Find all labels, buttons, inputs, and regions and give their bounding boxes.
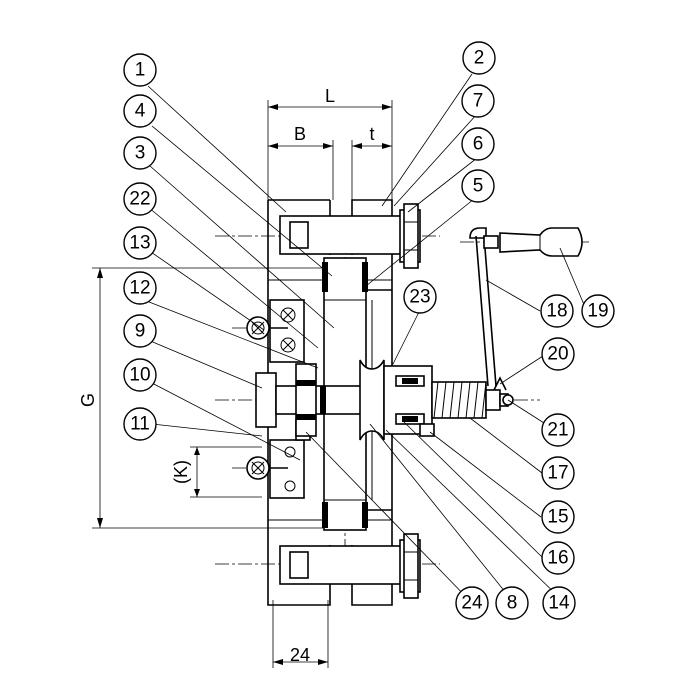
shaft-assembly: [255, 359, 514, 441]
balloon-15: 15: [541, 500, 575, 534]
svg-text:5: 5: [473, 176, 484, 197]
balloon-16: 16: [541, 541, 575, 575]
balloon-21: 21: [541, 413, 575, 447]
svg-text:24: 24: [461, 593, 483, 614]
svg-text:11: 11: [130, 414, 150, 435]
balloon-11: 11: [123, 407, 157, 441]
balloon-10: 10: [123, 358, 157, 392]
dim-L: L: [325, 86, 335, 106]
balloon-24: 24: [455, 586, 489, 620]
balloon-3: 3: [123, 136, 157, 170]
dim-B: B: [294, 124, 306, 144]
svg-text:21: 21: [547, 420, 568, 441]
balloon-13: 13: [123, 226, 157, 260]
svg-text:23: 23: [409, 287, 430, 308]
balloon-6: 6: [461, 127, 495, 161]
balloon-17: 17: [541, 456, 575, 490]
svg-text:10: 10: [129, 365, 150, 386]
crank-handle: [469, 227, 583, 387]
balloon-18: 18: [540, 294, 574, 328]
svg-text:14: 14: [548, 593, 570, 614]
svg-text:20: 20: [547, 344, 568, 365]
balloon-12: 12: [123, 271, 157, 305]
dim-24: 24: [290, 645, 310, 665]
svg-text:12: 12: [129, 278, 150, 299]
svg-text:22: 22: [129, 189, 150, 210]
svg-text:18: 18: [546, 301, 567, 322]
balloon-8: 8: [495, 586, 529, 620]
leader-lines: [143, 73, 586, 604]
svg-text:1: 1: [135, 60, 146, 81]
balloon-7: 7: [461, 84, 495, 118]
balloon-5: 5: [461, 169, 495, 203]
dim-t: t: [369, 124, 374, 144]
svg-text:16: 16: [547, 548, 568, 569]
balloon-20: 20: [541, 337, 575, 371]
svg-text:15: 15: [547, 507, 568, 528]
balloon-1: 1: [123, 53, 157, 87]
svg-text:4: 4: [135, 101, 146, 122]
svg-text:17: 17: [547, 463, 568, 484]
svg-text:3: 3: [135, 143, 146, 164]
svg-text:2: 2: [474, 48, 485, 69]
svg-text:13: 13: [129, 233, 150, 254]
svg-text:8: 8: [507, 593, 518, 614]
balloon-9: 9: [123, 314, 157, 348]
balloon-14: 14: [542, 586, 576, 620]
balloon-4: 4: [123, 94, 157, 128]
bottom-bolt: [279, 533, 421, 599]
balloon-19: 19: [581, 294, 615, 328]
svg-text:9: 9: [135, 321, 146, 342]
balloon-23: 23: [403, 280, 437, 314]
svg-text:7: 7: [473, 91, 484, 112]
dim-K: (K): [171, 460, 191, 484]
dimension-labels: L B t T G (K) 24: [78, 86, 375, 665]
balloon-22: 22: [123, 182, 157, 216]
svg-text:19: 19: [587, 301, 608, 322]
svg-text:6: 6: [473, 134, 484, 155]
dim-G: G: [78, 393, 98, 407]
top-bolt: [279, 203, 421, 269]
balloon-2: 2: [462, 41, 496, 75]
